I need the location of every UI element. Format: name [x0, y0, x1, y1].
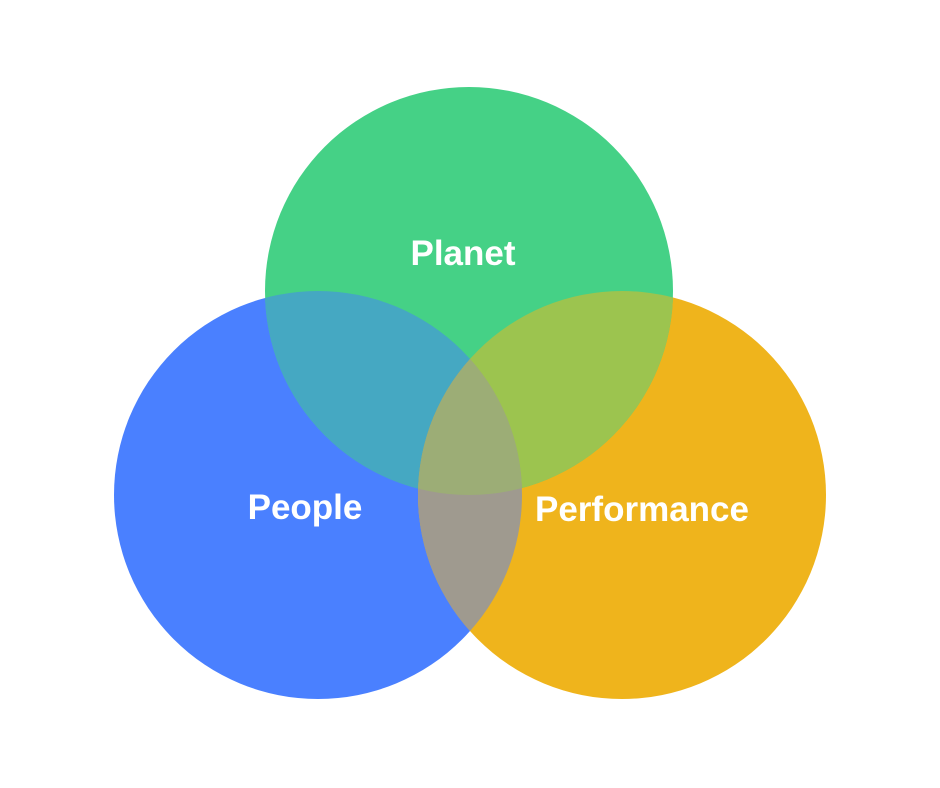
planet-label: Planet — [410, 234, 515, 273]
performance-label: Performance — [535, 490, 749, 529]
planet-people-overlap — [265, 291, 522, 495]
planet-performance-overlap — [418, 291, 673, 495]
people-label: People — [248, 488, 363, 527]
